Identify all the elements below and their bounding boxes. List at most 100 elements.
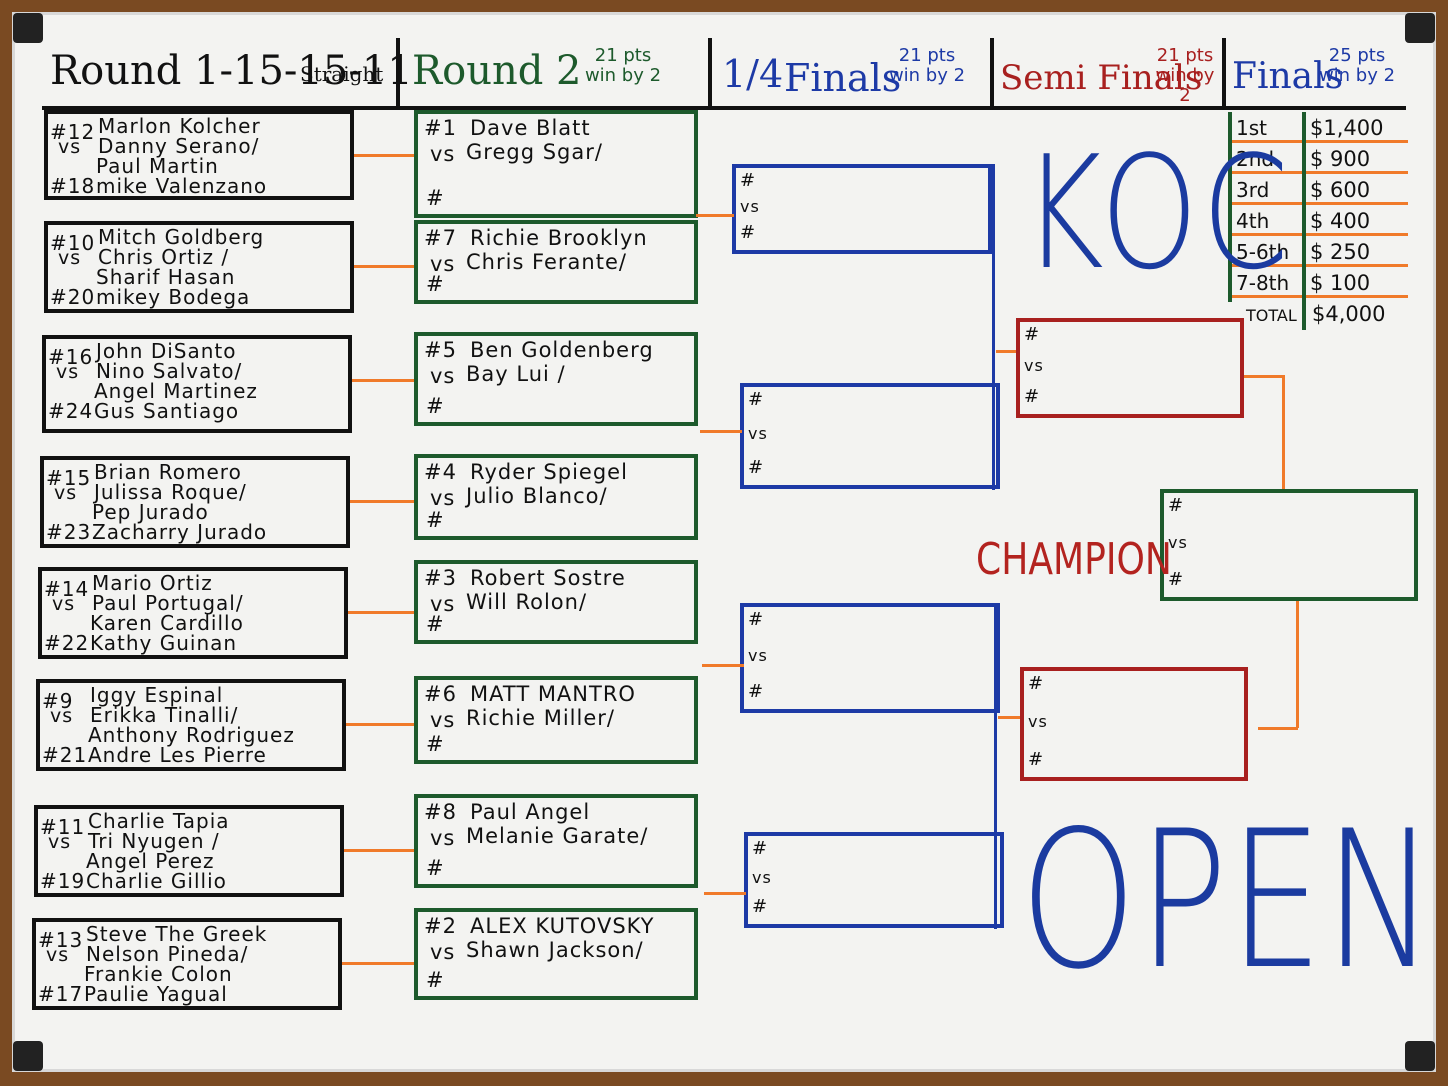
prize-divider xyxy=(1230,264,1408,267)
connector-line xyxy=(998,716,1020,719)
slot-hash: # xyxy=(740,222,757,243)
round1-match xyxy=(32,918,342,1010)
connector-line xyxy=(702,664,744,667)
finals-points: 25 pts win by 2 xyxy=(1318,45,1396,86)
prize-table-border xyxy=(1228,112,1232,302)
round1-seed-a: #13 xyxy=(38,928,84,952)
bracket-line xyxy=(992,164,995,490)
round2-opp: Will Rolon/ xyxy=(466,590,588,614)
round1-b1: Angel Perez xyxy=(86,849,215,873)
round1-match xyxy=(38,567,348,659)
round2-points: 21 pts win by 2 xyxy=(584,45,662,86)
round1-match xyxy=(36,679,346,771)
round1-seed-a: #10 xyxy=(50,231,96,255)
connector-line xyxy=(350,500,414,503)
semi-heading: Semi Finals xyxy=(1000,58,1203,98)
connector-line xyxy=(342,962,414,965)
slot-vs: vs xyxy=(752,868,772,887)
slot-hash: # xyxy=(1028,673,1045,694)
round1-a1: Mario Ortiz xyxy=(92,571,213,595)
round2-match xyxy=(414,676,698,764)
round2-vs: vs xyxy=(430,252,456,276)
round1-b1: Sharif Hasan xyxy=(96,265,236,289)
round2-seed: #6 xyxy=(424,682,457,706)
round2-slot: # xyxy=(426,508,445,532)
round1-a2: Erikka Tinalli/ xyxy=(90,703,239,727)
round2-seed: #3 xyxy=(424,566,457,590)
title-open: OPEN xyxy=(1020,790,1437,1011)
header-divider xyxy=(396,38,400,108)
round1-seed-a: #14 xyxy=(44,577,90,601)
connector-line xyxy=(696,214,734,217)
round2-slot: # xyxy=(426,186,445,210)
round1-b2: mikey Bodega xyxy=(96,285,251,309)
prize-amount: $ 900 xyxy=(1310,147,1371,171)
bracket-line xyxy=(994,603,997,929)
round1-a1: Steve The Greek xyxy=(86,922,268,946)
round2-slot: # xyxy=(426,856,445,880)
round1-a2: Tri Nyugen / xyxy=(88,829,220,853)
slot-vs: vs xyxy=(1168,533,1188,552)
header-divider xyxy=(708,38,712,108)
quarterfinal-slot xyxy=(740,383,1000,489)
prize-amount: $1,400 xyxy=(1310,116,1384,140)
slot-vs: vs xyxy=(1024,356,1044,375)
slot-hash: # xyxy=(748,389,765,410)
round1-seed-b: #24 xyxy=(48,399,94,423)
round1-vs: vs xyxy=(46,944,70,966)
round1-seed-a: #11 xyxy=(40,815,86,839)
prize-table-divider xyxy=(1302,112,1306,330)
slot-hash: # xyxy=(752,838,769,859)
round2-name: Dave Blatt xyxy=(470,116,591,140)
slot-hash: # xyxy=(752,896,769,917)
round1-match xyxy=(42,335,352,433)
round2-name: MATT MANTRO xyxy=(470,682,636,706)
round2-name: Robert Sostre xyxy=(470,566,626,590)
connector-line xyxy=(352,379,414,382)
round1-b2: Charlie Gillio xyxy=(86,869,227,893)
round1-a1: Marlon Kolcher xyxy=(98,114,261,138)
quarter-points: 21 pts win by 2 xyxy=(888,45,966,86)
connector-line xyxy=(1296,600,1299,728)
round2-slot: # xyxy=(426,612,445,636)
round2-match xyxy=(414,454,698,540)
round1-vs: vs xyxy=(48,831,72,853)
round2-seed: #8 xyxy=(424,800,457,824)
quarter-fraction: 1/4 xyxy=(722,52,784,96)
round2-name: Ben Goldenberg xyxy=(470,338,654,362)
round1-match xyxy=(40,456,350,548)
slot-hash: # xyxy=(1028,749,1045,770)
connector-line xyxy=(1258,727,1298,730)
slot-vs: vs xyxy=(1028,712,1048,731)
connector-line xyxy=(354,154,414,157)
prize-place: 7-8th xyxy=(1236,271,1290,295)
round2-match xyxy=(414,560,698,644)
prize-place: 2nd xyxy=(1236,147,1275,171)
prize-amount: $ 600 xyxy=(1310,178,1371,202)
round1-heading: Round 1-15-15-11 xyxy=(50,48,413,94)
quarterfinal-slot xyxy=(732,164,992,254)
connector-line xyxy=(346,723,414,726)
round2-match xyxy=(414,110,698,218)
slot-hash: # xyxy=(740,170,757,191)
round2-match xyxy=(414,908,698,1000)
prize-place: 1st xyxy=(1236,116,1267,140)
slot-hash: # xyxy=(1168,569,1185,590)
board-corner xyxy=(1405,1041,1435,1071)
prize-amount: $4,000 xyxy=(1312,302,1386,326)
round1-seed-a: #16 xyxy=(48,345,94,369)
round2-vs: vs xyxy=(430,826,456,850)
round2-match xyxy=(414,332,698,426)
quarterfinal-slot xyxy=(740,603,1000,713)
round1-a1: Iggy Espinal xyxy=(90,683,224,707)
round1-seed-a: #15 xyxy=(46,466,92,490)
round1-seed-a: #12 xyxy=(50,120,96,144)
round2-name: Ryder Spiegel xyxy=(470,460,628,484)
round2-slot: # xyxy=(426,968,445,992)
round1-seed-b: #18 xyxy=(50,174,96,198)
round2-opp: Julio Blanco/ xyxy=(466,484,608,508)
round2-vs: vs xyxy=(430,940,456,964)
round2-opp: Shawn Jackson/ xyxy=(466,938,644,962)
slot-vs: vs xyxy=(740,197,760,216)
round2-seed: #4 xyxy=(424,460,457,484)
